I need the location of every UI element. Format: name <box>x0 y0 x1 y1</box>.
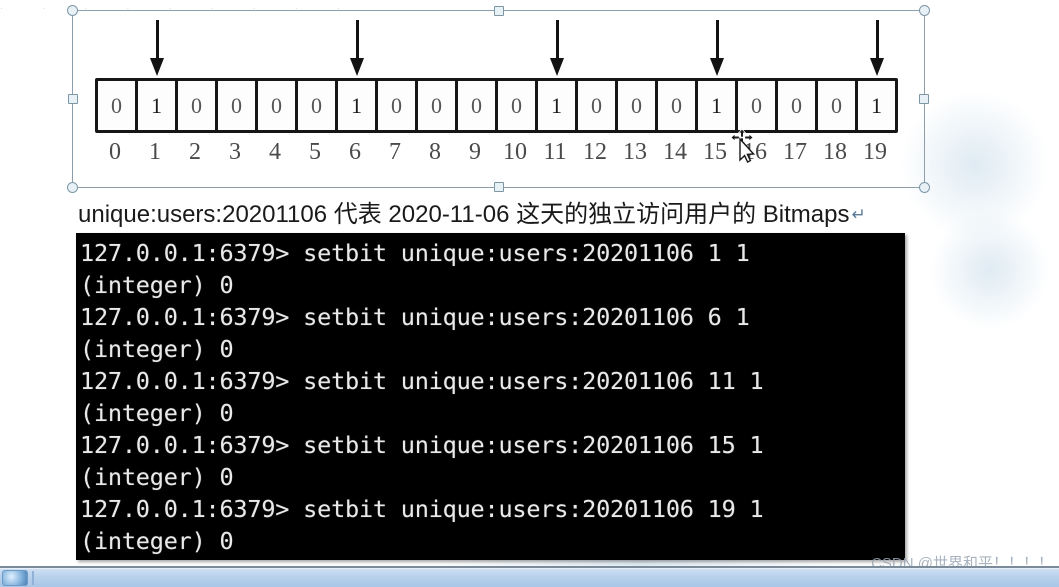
bitmap-index-label: 7 <box>389 139 401 165</box>
bitmap-cell: 0 <box>215 78 258 133</box>
bitmap-index-label: 5 <box>309 139 321 165</box>
down-arrow-icon <box>870 20 884 76</box>
figure-caption: unique:users:20201106 代表 2020-11-06 这天的独… <box>78 194 1018 229</box>
bitmap-cell: 0 <box>295 78 338 133</box>
bitmap-index-label: 11 <box>543 139 567 165</box>
bitmap-index-label: 15 <box>703 139 727 165</box>
terminal-line: 127.0.0.1:6379> setbit unique:users:2020… <box>80 303 750 331</box>
bitmap-cell: 0 <box>175 78 218 133</box>
caption-text: unique:users:20201106 代表 2020-11-06 这天的独… <box>78 201 850 228</box>
terminal-line: (integer) 0 <box>80 527 234 555</box>
bitmap-cell: 0 <box>95 78 138 133</box>
bitmap-cell: 0 <box>775 78 818 133</box>
terminal-line: (integer) 0 <box>80 271 234 299</box>
selection-handle-left-middle[interactable] <box>68 94 78 104</box>
bitmap-index-label: 1 <box>149 139 161 165</box>
bitmap-cell: 1 <box>535 78 578 133</box>
bitmap-index-label: 0 <box>109 139 121 165</box>
bitmap-index-label: 18 <box>823 139 847 165</box>
bitmap-index-label: 16 <box>743 139 767 165</box>
terminal-line: (integer) 0 <box>80 463 234 491</box>
bitmap-cell: 0 <box>255 78 298 133</box>
selection-handle-bottom-middle[interactable] <box>493 182 504 192</box>
down-arrow-icon <box>710 20 724 76</box>
bitmap-cell: 0 <box>575 78 618 133</box>
bitmap-index-label: 14 <box>663 139 687 165</box>
terminal-line: 127.0.0.1:6379> setbit unique:users:2020… <box>80 239 750 267</box>
bitmap-index-label: 8 <box>429 139 441 165</box>
selection-handle-bottom-right[interactable] <box>919 182 930 193</box>
bitmap-cell: 0 <box>495 78 538 133</box>
bitmap-cell: 1 <box>335 78 378 133</box>
bitmap-index-label: 17 <box>783 139 807 165</box>
down-arrow-icon <box>350 20 364 76</box>
bitmap-cell: 0 <box>655 78 698 133</box>
bitmap-index-label: 3 <box>229 139 241 165</box>
terminal-line: (integer) 0 <box>80 399 234 427</box>
bitmap-index-label: 12 <box>583 139 607 165</box>
bitmap-index-label: 19 <box>863 139 887 165</box>
terminal-line: 127.0.0.1:6379> setbit unique:users:2020… <box>80 431 764 459</box>
selection-handle-top-right[interactable] <box>919 5 930 16</box>
bitmap-cell: 0 <box>615 78 658 133</box>
paragraph-mark-icon: ↵ <box>851 205 866 224</box>
start-button-icon[interactable] <box>2 570 28 586</box>
arrow-lane <box>95 20 895 78</box>
terminal-line: (integer) 0 <box>80 335 234 363</box>
redis-cli-terminal[interactable]: 127.0.0.1:6379> setbit unique:users:2020… <box>76 233 905 560</box>
down-arrow-icon <box>150 20 164 76</box>
bitmap-cell: 0 <box>735 78 778 133</box>
terminal-line: 127.0.0.1:6379> setbit unique:users:2020… <box>80 367 764 395</box>
terminal-line: 127.0.0.1:6379> setbit unique:users:2020… <box>80 495 764 523</box>
down-arrow-icon <box>550 20 564 76</box>
bitmap-cell: 0 <box>815 78 858 133</box>
window-bottom-edge <box>0 566 1059 568</box>
selection-handle-top-middle[interactable] <box>493 6 504 16</box>
bitmap-cell: 1 <box>855 78 898 133</box>
bitmap-index-label: 9 <box>469 139 481 165</box>
bitmap-index-label: 6 <box>349 139 361 165</box>
selection-handle-top-left[interactable] <box>67 5 78 16</box>
bitmap-index-label: 2 <box>189 139 201 165</box>
bitmap-cell: 0 <box>375 78 418 133</box>
taskbar[interactable] <box>0 568 1059 587</box>
selection-handle-right-middle[interactable] <box>919 94 929 104</box>
taskbar-divider <box>32 571 34 585</box>
bitmap-index-label: 13 <box>623 139 647 165</box>
bitmap-cell: 1 <box>135 78 178 133</box>
ghost-text-row: . . . . . . . . . <box>0 0 358 10</box>
selection-handle-bottom-left[interactable] <box>67 182 78 193</box>
image-selection-frame[interactable] <box>67 5 930 193</box>
bitmap-cell: 1 <box>695 78 738 133</box>
bitmap-cell: 0 <box>415 78 458 133</box>
bitmap-index-label: 4 <box>269 139 281 165</box>
bitmap-cell: 0 <box>455 78 498 133</box>
csdn-watermark: CSDN @世界和平！！！！ <box>871 555 1053 568</box>
bitmap-index-label: 10 <box>503 139 527 165</box>
